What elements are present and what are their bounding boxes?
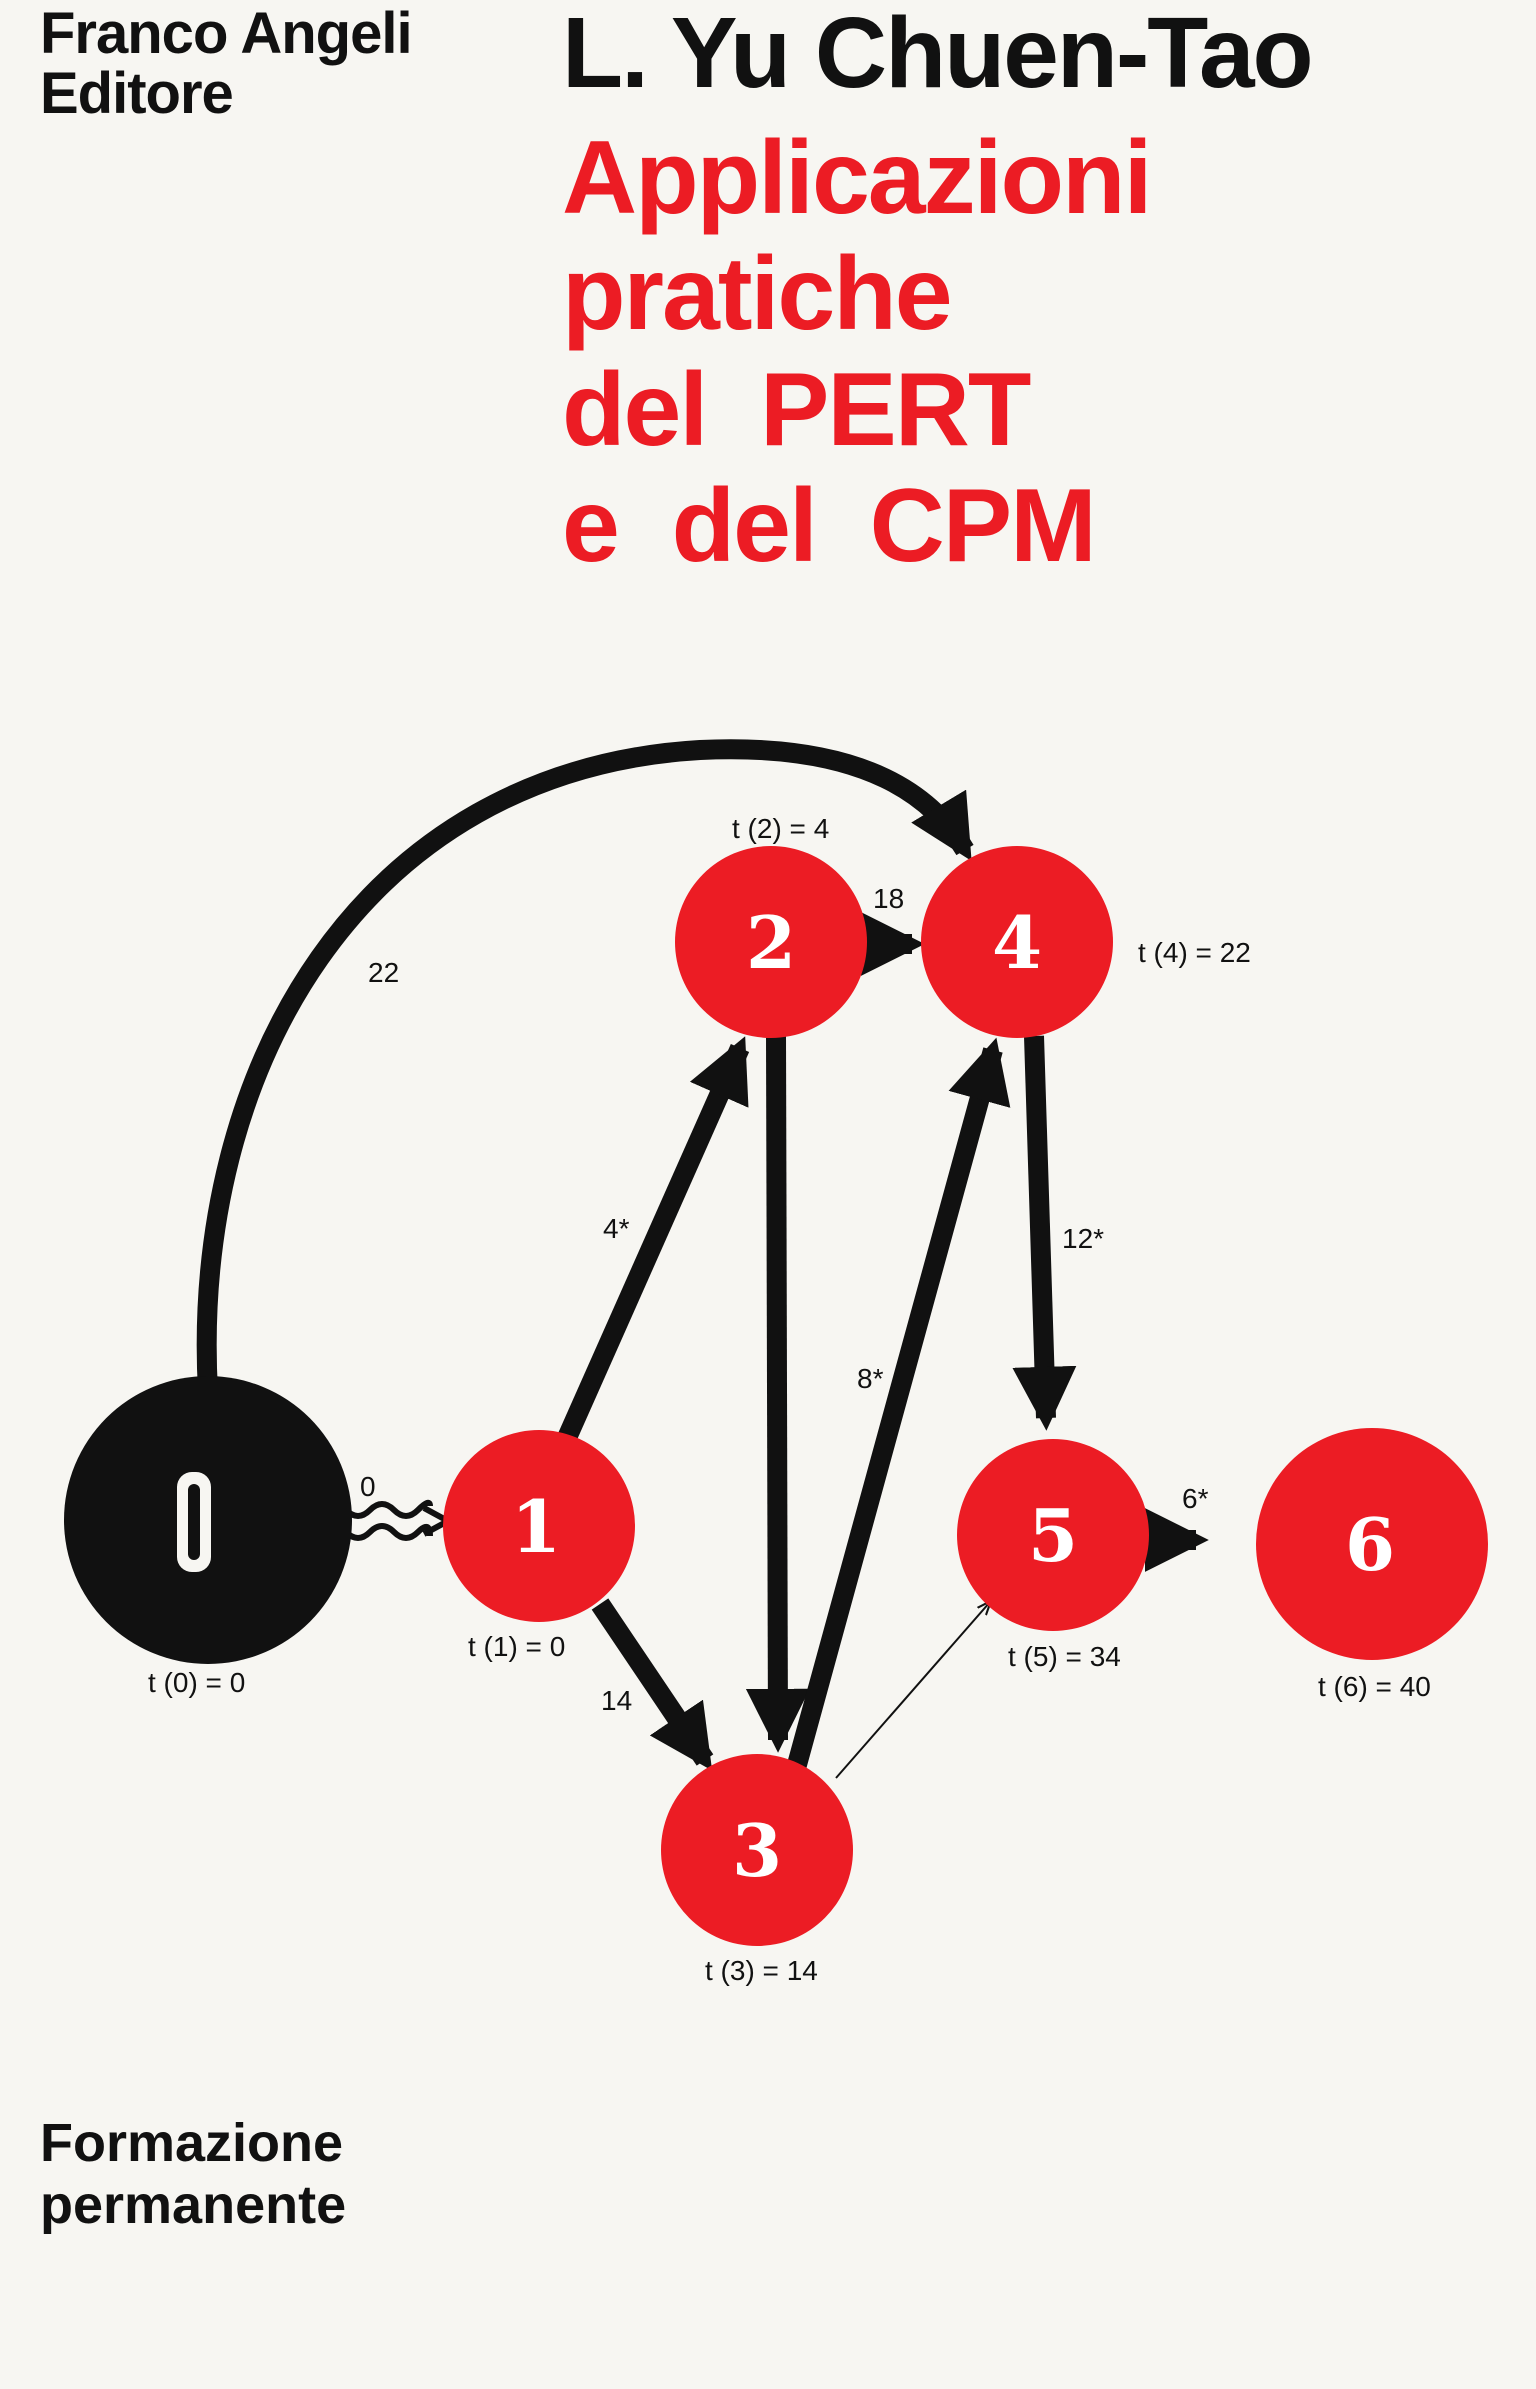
publisher-line-1: Franco Angeli — [40, 1, 413, 66]
node-2: 2 — [675, 846, 867, 1038]
title-line-4: e del CPM — [562, 468, 1097, 584]
edge-1-3 — [591, 1598, 714, 1771]
edge-label-5-6: 6* — [1182, 1483, 1209, 1514]
node-4: 4 — [921, 846, 1113, 1038]
series-line-1: Formazione — [40, 2113, 344, 2173]
edge-label-1-2: 4* — [603, 1213, 630, 1244]
edge-label-2-4: 18 — [873, 883, 904, 914]
node-1: 1 — [443, 1430, 635, 1622]
time-label-3: t (3) = 14 — [705, 1955, 818, 1986]
node-0: 0 — [64, 1376, 352, 1664]
edge-label-0-1: 0 — [360, 1471, 376, 1502]
author-name: L. Yu Chuen-Tao — [562, 0, 1314, 109]
series-name: Formazione permanente — [40, 2112, 346, 2236]
title-line-3: del PERT — [562, 352, 1031, 468]
time-label-2: t (2) = 4 — [732, 813, 829, 844]
edge-3-5 — [835, 1602, 990, 1779]
node-5: 5 — [957, 1439, 1149, 1631]
node-1-label: 1 — [511, 1484, 561, 1569]
node-6-label: 6 — [1345, 1502, 1395, 1587]
node-2-label: 2 — [746, 900, 796, 985]
title-line-2: pratiche — [562, 236, 953, 352]
edge-1-2 — [556, 1036, 750, 1445]
edge-0-4 — [196, 739, 974, 1393]
edge-3-4 — [785, 1037, 1011, 1775]
node-3-label: 3 — [732, 1808, 782, 1893]
time-label-6: t (6) = 40 — [1318, 1671, 1431, 1702]
edge-label-4-5: 12* — [1062, 1223, 1104, 1254]
book-title: Applicazioni pratiche del PERT e del CPM — [562, 120, 1152, 584]
time-label-0: t (0) = 0 — [148, 1667, 245, 1698]
edge-label-3-4: 8* — [857, 1363, 884, 1394]
node-3: 3 — [661, 1754, 853, 1946]
edge-4-5 — [1012, 1035, 1077, 1431]
time-label-5: t (5) = 34 — [1008, 1641, 1121, 1672]
edge-label-1-3: 14 — [601, 1685, 632, 1716]
series-line-2: permanente — [40, 2175, 347, 2235]
node-6: 6 — [1256, 1428, 1488, 1660]
node-4-label: 4 — [992, 900, 1042, 985]
title-line-1: Applicazioni — [562, 120, 1152, 236]
publisher-line-2: Editore — [40, 61, 234, 126]
edge-2-3 — [745, 1033, 810, 1753]
time-label-1: t (1) = 0 — [468, 1631, 565, 1662]
edge-label-0-4: 22 — [368, 957, 399, 988]
publisher-name: Franco Angeli Editore — [40, 1, 413, 126]
node-5-label: 5 — [1028, 1493, 1078, 1578]
time-label-4: t (4) = 22 — [1138, 937, 1251, 968]
